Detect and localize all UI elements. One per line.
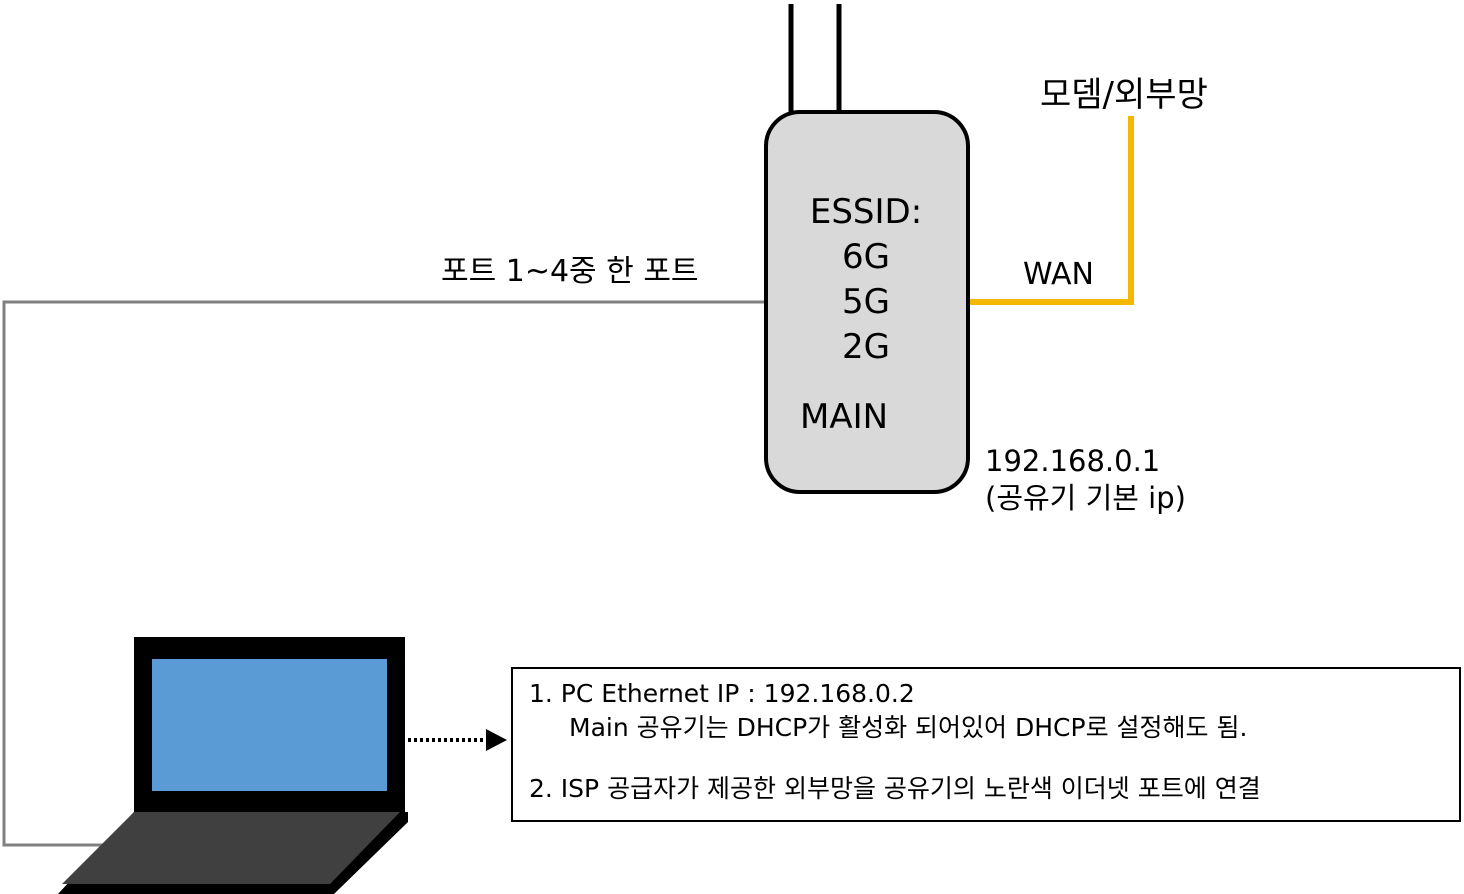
laptop-icon [58,637,408,894]
modem-label: 모뎀/외부망 [1040,75,1208,115]
port-label: 포트 1~4중 한 포트 [441,254,699,289]
wan-label: WAN [1023,257,1094,292]
essid-label: ESSID: [809,192,923,232]
band-2g: 2G [842,327,890,367]
note-line-1: 1. PC Ethernet IP : 192.168.0.2 [529,679,915,708]
router-body [764,110,970,494]
lan-cable [2,300,766,847]
router-ip: 192.168.0.1 [985,444,1161,478]
router-name: MAIN [800,397,889,437]
laptop-keyboard [62,812,400,884]
band-6g: 6G [842,237,890,277]
router-ip-note: (공유기 기본 ip) [985,481,1186,515]
note-line-2: 2. ISP 공급자가 제공한 외부망을 공유기의 노란색 이더넷 포트에 연결 [529,774,1261,803]
instruction-note: 1. PC Ethernet IP : 192.168.0.2 Main 공유기… [511,667,1461,822]
wan-cable [968,116,1134,305]
band-5g: 5G [842,282,890,322]
note-arrow-head [486,729,507,751]
laptop-screen [152,659,387,791]
router-band-list: ESSID: 6G 5G 2G [766,190,966,370]
note-line-1-detail: Main 공유기는 DHCP가 활성화 되어있어 DHCP로 설정해도 됨. [569,713,1248,742]
